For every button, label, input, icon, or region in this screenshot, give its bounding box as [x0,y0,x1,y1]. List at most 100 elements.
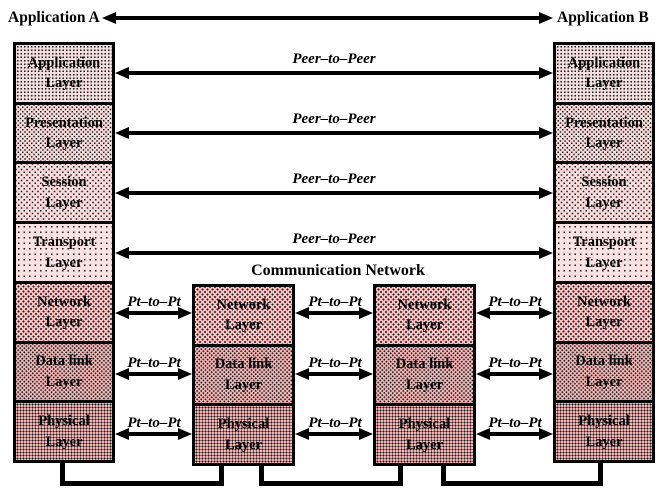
host-b-presentation-layer: Presentation Layer [556,104,652,165]
physical-link-line-3 [441,481,603,486]
arrowhead-left-icon [115,187,129,199]
host-a-protocol-stack: Application Layer Presentation Layer Ses… [13,42,115,463]
arrow-line [129,71,539,75]
pt-arrow-datalink-gap2 [295,366,373,382]
arrowhead-right-icon [539,187,553,199]
arrowhead-left-icon [115,67,129,79]
arrow-line [129,131,539,135]
arrowhead-left-icon [476,368,490,380]
pt-arrow-datalink-gap3 [476,366,553,382]
host-b-session-layer: Session Layer [556,164,652,225]
node-2-network-layer: Network Layer [376,287,473,347]
arrow-line [129,251,539,255]
pt-label-datalink-gap2: Pt–to–Pt [308,355,362,371]
pt-arrow-datalink-gap1 [115,366,192,382]
arrowhead-right-icon [359,428,373,440]
application-b-title: Application B [557,9,649,26]
peer-label-presentation: Peer–to–Peer [292,111,376,127]
host-b-transport-layer: Transport Layer [556,224,652,284]
pt-label-physical-gap3: Pt–to–Pt [488,415,542,431]
node-2-datalink-layer: Data link Layer [376,346,473,407]
arrowhead-right-icon [359,307,373,319]
peer-label-session: Peer–to–Peer [292,171,376,187]
arrowhead-right-icon [539,428,553,440]
arrowhead-left-icon [115,307,129,319]
host-b-datalink-layer: Data link Layer [556,343,652,404]
arrow-line [490,372,539,376]
node-2-physical-layer: Physical Layer [376,406,473,464]
pt-label-physical-gap2: Pt–to–Pt [308,415,362,431]
arrowhead-right-icon [539,12,553,24]
arrowhead-right-icon [178,368,192,380]
arrowhead-left-icon [115,428,129,440]
arrow-line [129,191,539,195]
arrow-line [129,372,178,376]
host-a-physical-layer: Physical Layer [16,403,112,461]
arrow-line [116,16,539,20]
host-a-transport-layer: Transport Layer [16,224,112,284]
arrowhead-left-icon [102,12,116,24]
arrowhead-left-icon [476,428,490,440]
host-b-protocol-stack: Application Layer Presentation Layer Ses… [553,42,655,463]
arrowhead-left-icon [115,247,129,259]
pt-label-network-gap2: Pt–to–Pt [308,294,362,310]
node-1-datalink-layer: Data link Layer [195,346,292,407]
host-a-network-layer: Network Layer [16,283,112,344]
arrowhead-left-icon [115,127,129,139]
peer-label-application: Peer–to–Peer [292,51,376,67]
pt-label-datalink-gap3: Pt–to–Pt [488,355,542,371]
pt-label-network-gap3: Pt–to–Pt [488,294,542,310]
arrowhead-right-icon [539,368,553,380]
arrowhead-right-icon [539,127,553,139]
physical-link-leg-host-a [60,460,65,486]
host-a-session-layer: Session Layer [16,164,112,225]
network-node-1-stack: Network Layer Data link Layer Physical L… [192,284,295,466]
physical-link-leg-host-b [598,460,603,486]
peer-arrow-presentation [115,125,553,141]
host-a-application-layer: Application Layer [16,45,112,105]
arrow-line [309,432,359,436]
peer-arrow-transport [115,245,553,261]
arrowhead-right-icon [539,67,553,79]
network-node-2-stack: Network Layer Data link Layer Physical L… [373,284,476,466]
pt-arrow-network-gap1 [115,305,192,321]
physical-link-leg-node2-left [398,463,403,486]
arrowhead-right-icon [178,307,192,319]
arrowhead-right-icon [539,247,553,259]
physical-link-leg-node1-right [259,463,264,486]
physical-link-line-2 [259,481,403,486]
host-b-application-layer: Application Layer [556,45,652,105]
pt-label-network-gap1: Pt–to–Pt [127,294,181,310]
peer-arrow-session [115,185,553,201]
peer-label-transport: Peer–to–Peer [292,231,376,247]
node-1-physical-layer: Physical Layer [195,406,292,464]
host-b-network-layer: Network Layer [556,283,652,344]
arrowhead-right-icon [359,368,373,380]
host-a-datalink-layer: Data link Layer [16,343,112,404]
arrow-line [490,311,539,315]
host-a-presentation-layer: Presentation Layer [16,104,112,165]
peer-arrow-application [115,65,553,81]
arrowhead-right-icon [539,307,553,319]
pt-arrow-network-gap3 [476,305,553,321]
arrow-line [129,432,178,436]
arrow-line [490,432,539,436]
arrowhead-left-icon [295,368,309,380]
pt-label-datalink-gap1: Pt–to–Pt [127,355,181,371]
application-a-title: Application A [8,9,100,26]
pt-arrow-network-gap2 [295,305,373,321]
pt-label-physical-gap1: Pt–to–Pt [127,415,181,431]
pt-arrow-physical-gap1 [115,426,192,442]
application-arrow [102,10,553,26]
communication-network-title: Communication Network [251,262,425,279]
arrowhead-left-icon [476,307,490,319]
arrow-line [129,311,178,315]
physical-link-leg-node2-right [441,463,446,486]
arrow-line [309,311,359,315]
physical-link-line-1 [60,481,224,486]
arrowhead-left-icon [295,428,309,440]
arrow-line [309,372,359,376]
pt-arrow-physical-gap3 [476,426,553,442]
host-b-physical-layer: Physical Layer [556,403,652,461]
